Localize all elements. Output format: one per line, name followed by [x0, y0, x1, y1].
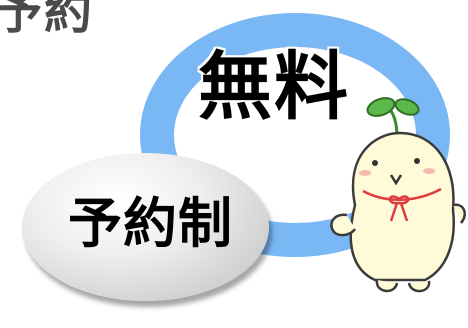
- reservation-label: 予約制: [68, 192, 233, 255]
- reservation-badge: [22, 153, 269, 301]
- blue-ring-icon: [140, 13, 450, 257]
- free-label: 無料: [198, 44, 350, 130]
- header-partial-text: 予約: [0, 0, 95, 40]
- sprout-mascot-icon: [330, 97, 466, 293]
